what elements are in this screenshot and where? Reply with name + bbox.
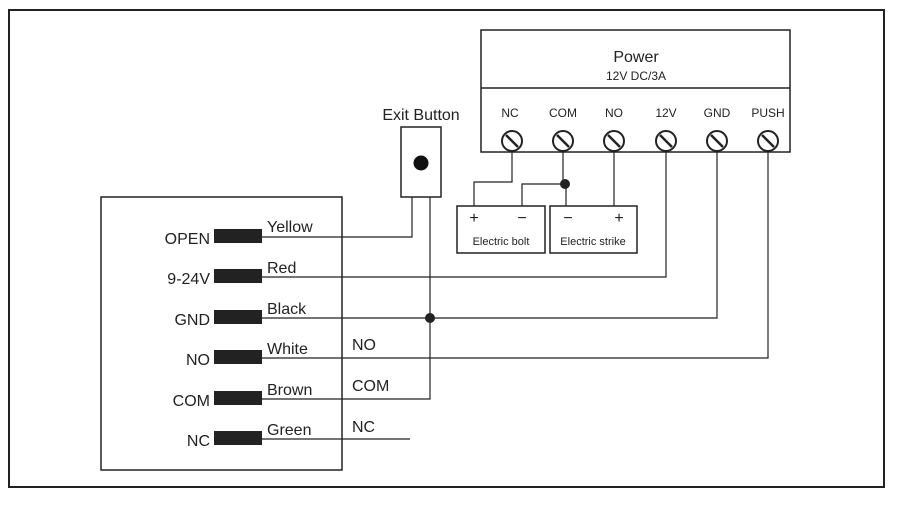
wiring (262, 152, 769, 440)
wire-com-bus (521, 183, 566, 206)
wire-white (262, 152, 769, 359)
screw-terminal-no-icon (603, 130, 625, 152)
screw-terminal-12v-icon (655, 130, 677, 152)
terminal-label-gnd: GND (704, 106, 731, 120)
diagram-frame (8, 9, 885, 488)
wire-nc-bolt (473, 152, 513, 206)
wire-label-yellow: Yellow (267, 219, 313, 236)
bolt-minus-label: − (517, 210, 526, 227)
wire-yellow (262, 197, 413, 238)
relay-label-nc: NC (352, 419, 375, 436)
pin-label-open: OPEN (165, 231, 210, 248)
relay-label-no: NO (352, 337, 376, 354)
pin-label-nc: NC (187, 433, 210, 450)
screw-terminal-com-icon (552, 130, 574, 152)
junction-dot-gnd (425, 313, 435, 323)
terminal-label-com: COM (549, 106, 577, 120)
pin-block-gnd (214, 310, 262, 324)
wire-label-white: White (267, 341, 308, 358)
pin-block-open (214, 229, 262, 243)
wire-black (262, 152, 718, 319)
screw-terminal-nc-icon (501, 130, 523, 152)
wire-label-black: Black (267, 301, 307, 318)
access-controller: OPEN 9-24V GND NO COM NC Yellow Red Blac… (100, 196, 389, 471)
pin-block-nc (214, 431, 262, 445)
pin-label-gnd: GND (174, 312, 210, 329)
electric-bolt: + − Electric bolt (456, 205, 546, 254)
strike-label: Electric strike (560, 236, 625, 248)
pin-block-com (214, 391, 262, 405)
screw-terminal-push-icon (757, 130, 779, 152)
push-button-icon (413, 155, 429, 171)
exit-button-label: Exit Button (382, 107, 459, 124)
terminal-label-push: PUSH (751, 106, 784, 120)
junction-dot-com (560, 179, 570, 189)
exit-button: Exit Button (382, 107, 460, 198)
bolt-plus-label: + (469, 210, 478, 227)
strike-plus-label: + (614, 210, 623, 227)
terminal-label-no: NO (605, 106, 623, 120)
power-title: Power (613, 49, 659, 66)
wire-label-red: Red (267, 260, 296, 277)
wire-label-brown: Brown (267, 382, 312, 399)
wire-brown (262, 197, 431, 400)
pin-block-9-24v (214, 269, 262, 283)
electric-strike: − + Electric strike (549, 205, 638, 254)
pin-label-9-24v: 9-24V (167, 271, 210, 288)
power-supply: Power 12V DC/3A NC COM NO 12V GND PUSH (480, 29, 791, 153)
bolt-label: Electric bolt (473, 236, 530, 248)
terminal-label-12v: 12V (655, 106, 676, 120)
wire-red (262, 152, 667, 278)
screw-terminal-gnd-icon (706, 130, 728, 152)
terminal-label-nc: NC (501, 106, 519, 120)
power-rating: 12V DC/3A (606, 69, 666, 83)
pin-block-no (214, 350, 262, 364)
relay-label-com: COM (352, 378, 389, 395)
strike-minus-label: − (563, 210, 572, 227)
pin-label-no: NO (186, 352, 210, 369)
wire-label-green: Green (267, 422, 311, 439)
pin-label-com: COM (173, 393, 210, 410)
